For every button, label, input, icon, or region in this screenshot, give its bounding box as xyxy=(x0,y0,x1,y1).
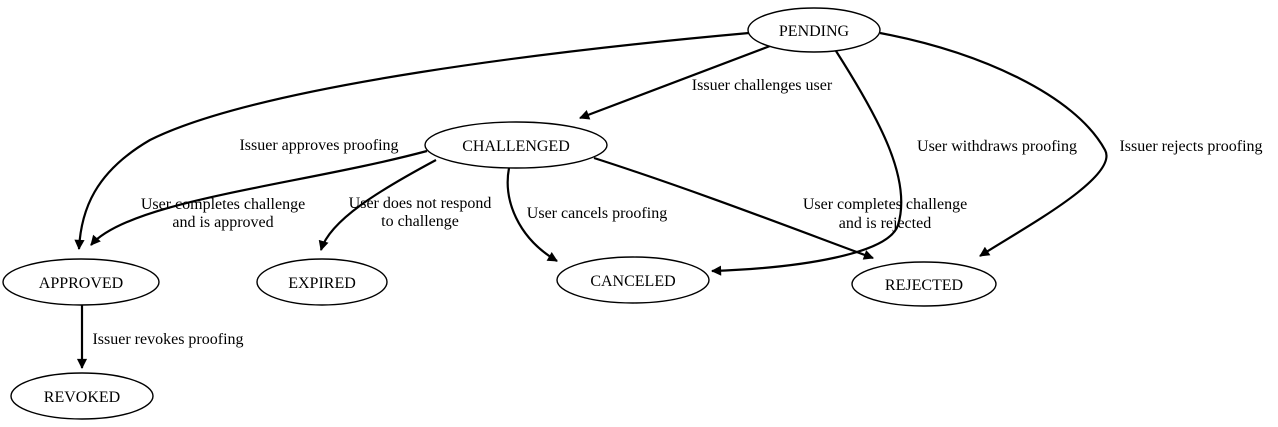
node-challenged-label: CHALLENGED xyxy=(462,138,570,155)
node-challenged-ellipse xyxy=(424,121,608,169)
edge-label-issuer-challenges-user: Issuer challenges user xyxy=(692,77,833,94)
node-canceled-ellipse xyxy=(556,256,710,304)
node-expired-ellipse xyxy=(256,258,388,306)
node-pending-label: PENDING xyxy=(779,23,850,40)
edge-label-user-completes-challenge-rejected-line2: and is rejected xyxy=(839,215,931,232)
edge-labels: Issuer challenges user Issuer approves p… xyxy=(92,77,1262,348)
edge-label-user-does-not-respond-line1: User does not respond xyxy=(349,195,492,212)
node-revoked-label: REVOKED xyxy=(44,389,120,406)
edge-label-issuer-approves-proofing: Issuer approves proofing xyxy=(239,137,398,154)
node-canceled-label: CANCELED xyxy=(590,273,675,290)
edge-label-user-completes-challenge-approved-line1: User completes challenge xyxy=(141,196,305,213)
edge-label-user-completes-challenge-approved-line2: and is approved xyxy=(172,214,273,231)
node-revoked: REVOKED xyxy=(10,372,154,420)
node-pending-ellipse xyxy=(747,7,881,53)
edge-label-user-cancels-proofing: User cancels proofing xyxy=(527,205,667,222)
edge-challenged-expired xyxy=(318,159,437,251)
node-expired-label: EXPIRED xyxy=(288,275,356,292)
node-challenged: CHALLENGED xyxy=(424,121,608,169)
edge-challenged-canceled xyxy=(506,167,558,262)
edge-pending-canceled xyxy=(710,50,903,276)
edges xyxy=(74,31,1108,370)
edge-label-user-completes-challenge-rejected-line1: User completes challenge xyxy=(803,196,967,213)
edge-label-user-withdraws-proofing: User withdraws proofing xyxy=(917,138,1077,155)
node-pending: PENDING xyxy=(747,7,881,53)
node-expired: EXPIRED xyxy=(256,258,388,306)
node-rejected-ellipse xyxy=(851,261,997,307)
edge-label-user-does-not-respond-line2: to challenge xyxy=(381,213,459,230)
edge-pending-approved xyxy=(74,31,750,251)
edge-challenged-approved xyxy=(90,149,428,246)
edge-pending-challenged xyxy=(579,44,771,120)
edge-pending-rejected xyxy=(879,31,1108,257)
node-rejected-label: REJECTED xyxy=(885,277,963,294)
node-rejected: REJECTED xyxy=(851,261,997,307)
nodes: PENDING CHALLENGED APPROVED EXPIRED CANC… xyxy=(2,7,997,420)
edge-label-issuer-revokes-proofing: Issuer revokes proofing xyxy=(92,331,243,348)
node-approved-ellipse xyxy=(2,258,160,306)
edge-label-issuer-rejects-proofing: Issuer rejects proofing xyxy=(1119,138,1262,155)
node-approved-label: APPROVED xyxy=(39,275,123,292)
node-canceled: CANCELED xyxy=(556,256,710,304)
node-approved: APPROVED xyxy=(2,258,160,306)
edge-challenged-rejected xyxy=(593,156,874,260)
node-revoked-ellipse xyxy=(10,372,154,420)
